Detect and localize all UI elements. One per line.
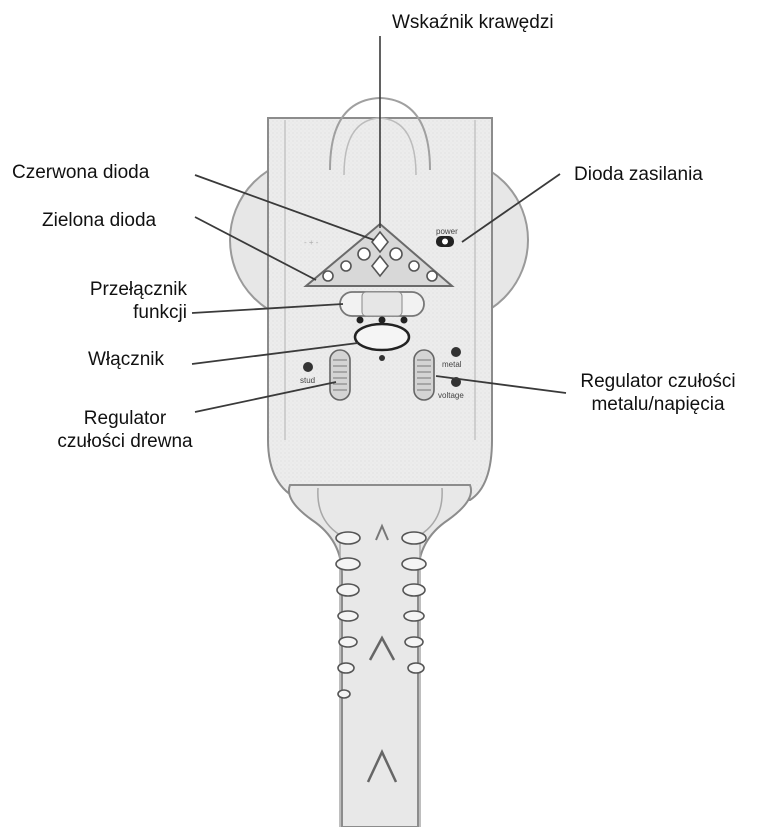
svg-text:- + -: - + -: [304, 238, 319, 247]
metal-indicator: [451, 347, 461, 357]
label-power-button: Włącznik: [88, 348, 164, 371]
label-metal-voltage-sensitivity: Regulator czułości metalu/napięcia: [570, 370, 746, 416]
metal-voltage-dial[interactable]: [414, 350, 434, 400]
stud-text: stud: [300, 376, 315, 385]
label-function-switch: Przełącznik funkcji: [60, 278, 187, 324]
label-edge-indicator: Wskaźnik krawędzi: [392, 11, 554, 34]
label-power-led: Dioda zasilania: [574, 163, 703, 186]
label-wood-sensitivity: Regulator czułości drewna: [30, 407, 220, 453]
wood-sensitivity-dial[interactable]: [330, 350, 350, 400]
mode-indicator-right: [401, 317, 408, 324]
voltage-text: voltage: [438, 391, 464, 400]
stud-indicator: [303, 362, 313, 372]
device-handle: [289, 485, 471, 827]
label-red-led: Czerwona dioda: [12, 161, 149, 184]
mode-indicator-left: [357, 317, 364, 324]
label-green-led: Zielona dioda: [42, 209, 156, 232]
power-button[interactable]: [355, 324, 409, 350]
mode-indicator-center: [379, 317, 386, 324]
power-led-text: power: [436, 227, 458, 236]
metal-text: metal: [442, 360, 462, 369]
